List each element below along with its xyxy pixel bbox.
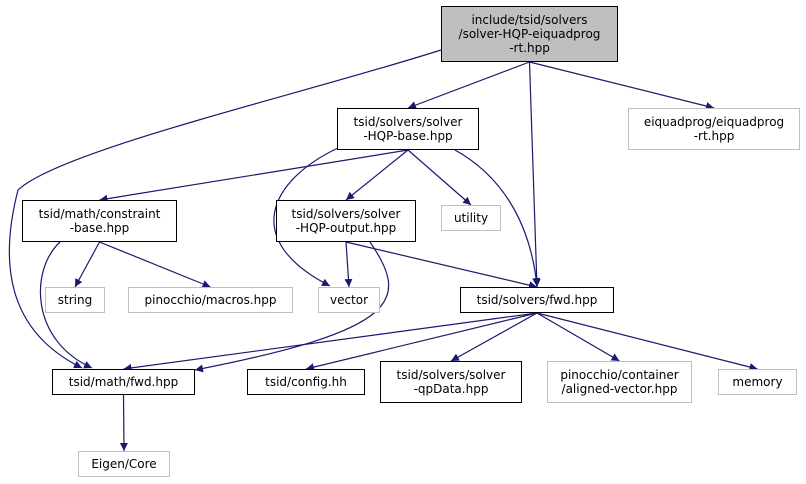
node-label-line: memory — [732, 375, 783, 389]
node-eiquadprog[interactable]: eiquadprog/eiquadprog-rt.hpp — [628, 108, 800, 150]
node-label-line: -HQP-base.hpp — [363, 129, 453, 143]
node-label-line: tsid/config.hh — [265, 375, 347, 389]
node-label-line: -HQP-output.hpp — [295, 221, 397, 235]
edge-hqp-base-to-utility — [407, 149, 472, 206]
node-label-line: -rt.hpp — [509, 41, 550, 55]
node-label-line: /aligned-vector.hpp — [561, 382, 678, 396]
node-label-line: tsid/solvers/solver — [353, 115, 463, 129]
node-label-line: pinocchio/container — [560, 368, 679, 382]
edge-constraint-base-to-pin-macros — [99, 241, 211, 288]
edge-root-to-solvers-fwd — [528, 61, 541, 288]
node-label-line: pinocchio/macros.hpp — [144, 293, 277, 307]
edge-hqp-base-to-vector — [273, 147, 339, 287]
edge-solvers-fwd-to-aligned-vector — [536, 312, 620, 362]
node-label-line: -qpData.hpp — [413, 382, 489, 396]
edge-constraint-base-to-math-fwd — [39, 241, 93, 369]
node-label-line: tsid/math/fwd.hpp — [68, 375, 179, 389]
node-aligned-vector[interactable]: pinocchio/container/aligned-vector.hpp — [547, 361, 692, 403]
edge-solvers-fwd-to-math-fwd — [123, 312, 538, 372]
node-label-line: string — [57, 293, 93, 307]
node-label-line: tsid/math/constraint — [38, 207, 161, 221]
node-label-line: tsid/solvers/solver — [291, 207, 401, 221]
node-eigen-core[interactable]: Eigen/Core — [78, 451, 170, 477]
node-math-fwd[interactable]: tsid/math/fwd.hpp — [52, 369, 195, 395]
node-label-line: include/tsid/solvers — [471, 13, 588, 27]
edge-root-to-hqp-base — [407, 61, 530, 109]
node-config[interactable]: tsid/config.hh — [247, 369, 365, 395]
edge-solvers-fwd-to-memory — [536, 312, 758, 371]
edge-hqp-base-to-solvers-fwd — [454, 149, 541, 287]
node-label-line: -base.hpp — [69, 221, 130, 235]
node-label-line: Eigen/Core — [91, 457, 157, 471]
node-string[interactable]: string — [45, 287, 105, 313]
edge-hqp-output-to-vector — [344, 241, 353, 288]
node-qpdata[interactable]: tsid/solvers/solver-qpData.hpp — [380, 361, 522, 403]
node-label-line: tsid/solvers/solver — [396, 368, 506, 382]
node-label-line: tsid/solvers/fwd.hpp — [476, 293, 598, 307]
node-label-line: eiquadprog/eiquadprog — [643, 115, 785, 129]
edge-root-to-math-fwd — [8, 49, 442, 369]
edge-math-fwd-to-eigen-core — [119, 394, 128, 452]
node-utility[interactable]: utility — [441, 205, 501, 231]
node-label-line: /solver-HQP-eiquadprog — [458, 27, 601, 41]
node-root[interactable]: include/tsid/solvers/solver-HQP-eiquadpr… — [441, 6, 618, 62]
edge-hqp-base-to-constraint-base — [99, 149, 409, 203]
node-pin-macros[interactable]: pinocchio/macros.hpp — [128, 287, 293, 313]
node-hqp-output[interactable]: tsid/solvers/solver-HQP-output.hpp — [276, 200, 416, 242]
edge-constraint-base-to-string — [74, 241, 101, 288]
edge-hqp-output-to-solvers-fwd — [345, 241, 538, 290]
edge-solvers-fwd-to-qpdata — [450, 312, 538, 362]
node-label-line: -rt.hpp — [693, 129, 735, 143]
node-hqp-base[interactable]: tsid/solvers/solver-HQP-base.hpp — [337, 108, 479, 150]
edge-solvers-fwd-to-config — [305, 312, 538, 372]
node-label-line: utility — [453, 211, 489, 225]
node-solvers-fwd[interactable]: tsid/solvers/fwd.hpp — [460, 287, 614, 313]
node-label-line: vector — [329, 293, 369, 307]
node-vector[interactable]: vector — [318, 287, 380, 313]
edge-hqp-base-to-hqp-output — [345, 149, 409, 201]
edge-root-to-eiquadprog — [529, 61, 715, 110]
node-memory[interactable]: memory — [718, 369, 797, 395]
node-constraint-base[interactable]: tsid/math/constraint-base.hpp — [22, 200, 177, 242]
